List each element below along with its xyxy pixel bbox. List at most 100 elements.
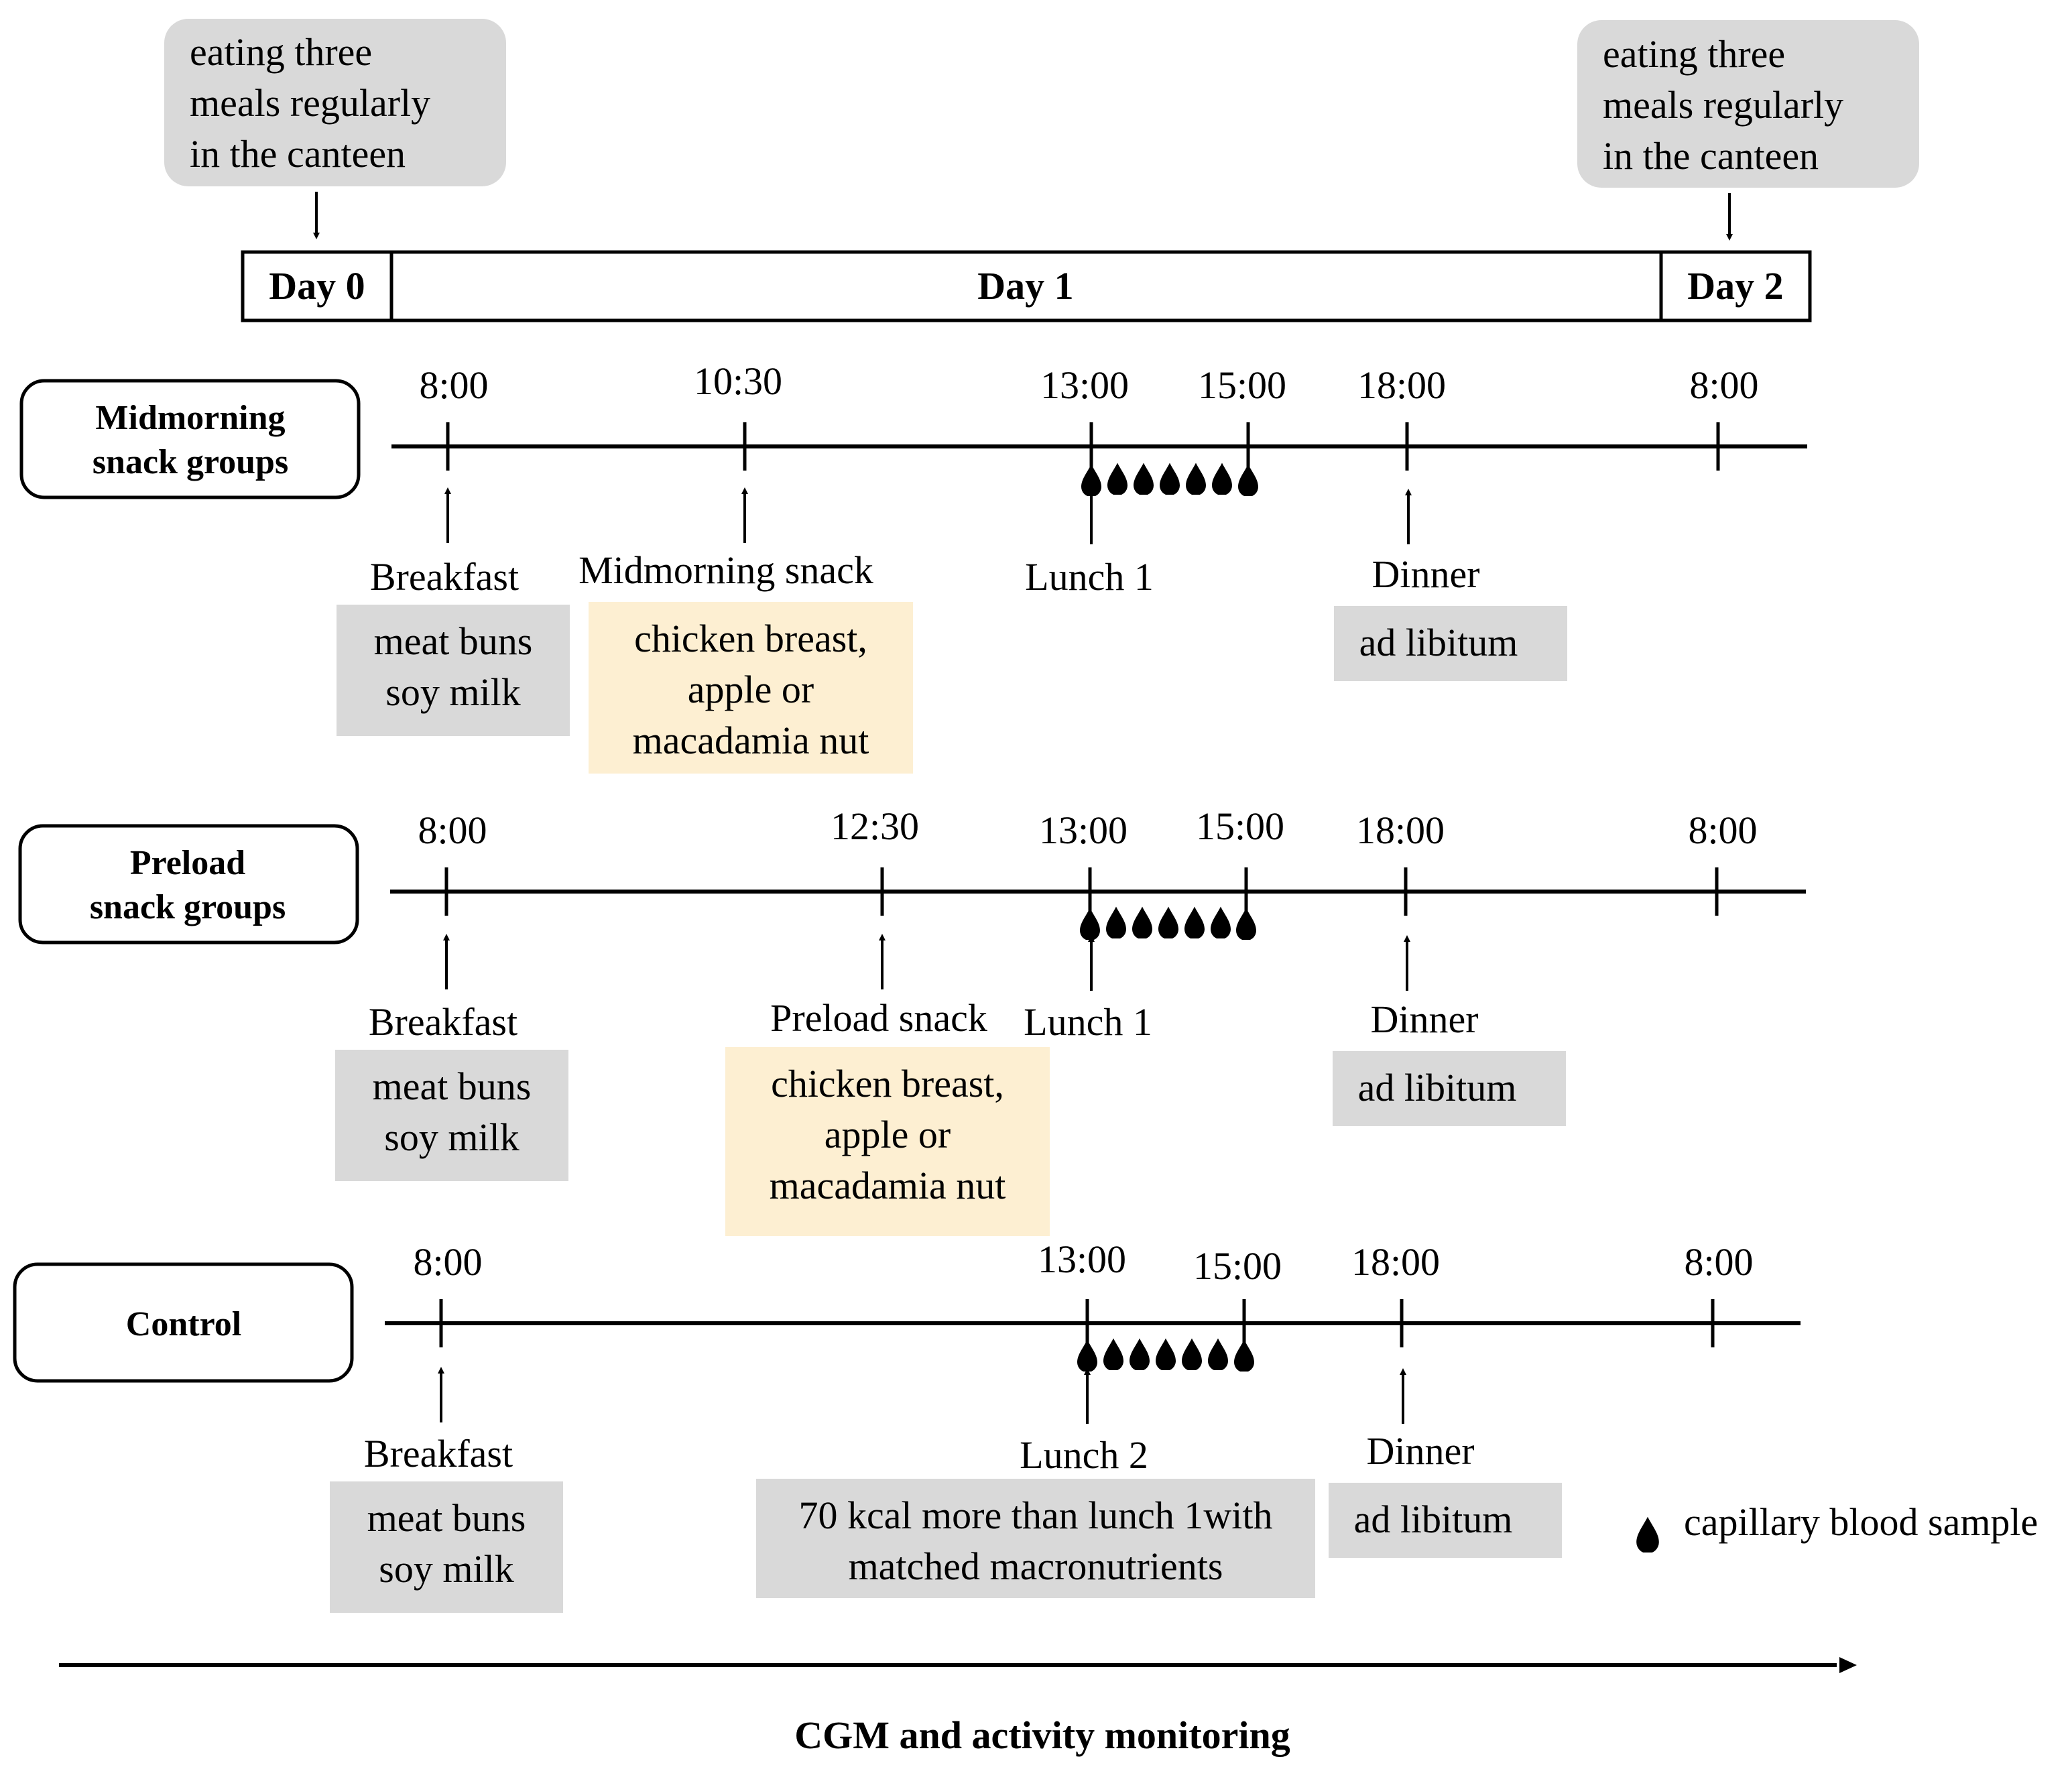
midmorning-snack-line1: chicken breast, (634, 617, 867, 660)
preload-group-label-line2: snack groups (90, 888, 286, 926)
control-time-dinner: 18:00 (1351, 1240, 1440, 1284)
control-time-lunch: 13:00 (1038, 1237, 1126, 1281)
midmorning-event-dinner: Dinner (1372, 552, 1479, 596)
preload-event-dinner: Dinner (1370, 997, 1478, 1041)
control-event-dinner: Dinner (1366, 1429, 1474, 1473)
blood-drop-icon (1186, 463, 1206, 495)
midmorning-group: Midmorning snack groups 8:00 10:30 13:00… (19, 359, 1807, 774)
canteen-note-day0-line3: in the canteen (190, 132, 406, 176)
blood-drop-icon (1107, 463, 1128, 495)
canteen-note-day0-line2: meals regularly (190, 81, 430, 125)
blood-drop-icon (1132, 906, 1152, 938)
canteen-note-day0: eating three meals regularly in the cant… (164, 19, 506, 186)
preload-event-breakfast: Breakfast (369, 1000, 517, 1044)
monitoring-arrow-head (1839, 1657, 1857, 1673)
midmorning-snack-line3: macadamia nut (633, 719, 869, 762)
preload-group-label-line1: Preload (130, 844, 245, 882)
control-dinner-box (1329, 1483, 1562, 1558)
control-time-breakfast: 8:00 (413, 1240, 482, 1284)
blood-drop-icon (1160, 463, 1180, 495)
legend: capillary blood sample (1636, 1500, 2038, 1553)
legend-label: capillary blood sample (1684, 1500, 2038, 1544)
midmorning-breakfast-box (337, 605, 570, 736)
preload-dinner-text: ad libitum (1358, 1066, 1517, 1109)
preload-event-snack: Preload snack (770, 996, 987, 1040)
control-breakfast-line2: soy milk (379, 1547, 513, 1591)
blood-drop-icon (1134, 463, 1154, 495)
midmorning-snack-box (589, 602, 913, 774)
blood-drop-icon (1158, 906, 1178, 938)
midmorning-group-label-line2: snack groups (93, 443, 288, 481)
blood-drop-icon (1238, 464, 1258, 496)
blood-drop-icon (1130, 1338, 1150, 1370)
preload-snack-line3: macadamia nut (770, 1164, 1006, 1207)
preload-time-breakfast: 8:00 (418, 808, 487, 852)
control-dinner-text: ad libitum (1354, 1498, 1513, 1541)
midmorning-breakfast-line1: meat buns (374, 619, 533, 663)
control-event-breakfast: Breakfast (364, 1432, 513, 1475)
control-breakfast-box (330, 1481, 563, 1613)
control-time-sample-end: 15:00 (1193, 1244, 1282, 1288)
preload-breakfast-box (335, 1050, 568, 1181)
midmorning-event-snack: Midmorning snack (578, 548, 873, 592)
midmorning-breakfast-line2: soy milk (385, 670, 520, 714)
canteen-note-day2-line1: eating three (1603, 32, 1785, 76)
canteen-note-day2: eating three meals regularly in the cant… (1577, 20, 1919, 188)
preload-snack-box (725, 1047, 1050, 1236)
control-lunch-box (756, 1479, 1315, 1598)
blood-drop-icon (1077, 1339, 1097, 1372)
preload-time-dinner: 18:00 (1356, 808, 1445, 852)
midmorning-time-breakfast: 8:00 (419, 363, 488, 407)
blood-drop-icon (1182, 1338, 1202, 1370)
blood-drop-icon (1234, 1339, 1254, 1372)
preload-dinner-box (1333, 1051, 1566, 1126)
blood-drop-icon (1081, 464, 1101, 496)
preload-group: Preload snack groups 8:00 12:30 13:00 15… (18, 804, 1806, 1236)
preload-time-next-breakfast: 8:00 (1688, 808, 1757, 852)
midmorning-time-lunch: 13:00 (1040, 363, 1129, 407)
blood-drop-icon (1236, 908, 1256, 940)
preload-breakfast-line1: meat buns (373, 1064, 532, 1108)
control-lunch-line2: matched macronutrients (849, 1544, 1223, 1588)
blood-drop-icon (1212, 463, 1232, 495)
midmorning-snack-line2: apple or (688, 668, 814, 711)
midmorning-event-lunch: Lunch 1 (1025, 555, 1154, 599)
blood-drop-icon (1080, 908, 1100, 940)
midmorning-time-sample-end: 15:00 (1198, 363, 1286, 407)
control-group-box (13, 1262, 354, 1383)
blood-drop-icon (1184, 906, 1205, 938)
preload-snack-line2: apple or (825, 1113, 951, 1156)
preload-time-snack: 12:30 (831, 804, 919, 848)
midmorning-dinner-text: ad libitum (1359, 621, 1518, 664)
blood-drop-icon (1103, 1338, 1123, 1370)
preload-breakfast-line2: soy milk (384, 1115, 519, 1159)
midmorning-group-label-line1: Midmorning (95, 399, 285, 437)
preload-time-lunch: 13:00 (1039, 808, 1128, 852)
control-group-label: Control (126, 1305, 241, 1343)
day-bar: Day 0 Day 1 Day 2 (241, 250, 1812, 322)
day2-label: Day 2 (1687, 264, 1783, 308)
control-blood-samples (1077, 1338, 1254, 1372)
control-event-lunch: Lunch 2 (1020, 1433, 1148, 1477)
midmorning-blood-samples (1081, 463, 1258, 496)
day1-label: Day 1 (977, 264, 1073, 308)
preload-group-box (18, 824, 359, 945)
preload-blood-samples (1080, 906, 1256, 940)
control-lunch-line1: 70 kcal more than lunch 1with (798, 1494, 1272, 1537)
canteen-note-day2-line2: meals regularly (1603, 83, 1843, 127)
blood-drop-icon (1156, 1338, 1176, 1370)
midmorning-event-breakfast: Breakfast (370, 555, 519, 599)
midmorning-time-dinner: 18:00 (1357, 363, 1446, 407)
blood-drop-icon (1636, 1516, 1659, 1553)
monitoring-label: CGM and activity monitoring (794, 1713, 1290, 1757)
midmorning-time-next-breakfast: 8:00 (1689, 363, 1758, 407)
control-breakfast-line1: meat buns (367, 1496, 526, 1540)
midmorning-dinner-box (1334, 606, 1567, 681)
midmorning-time-snack: 10:30 (694, 359, 782, 403)
day0-label: Day 0 (269, 264, 365, 308)
control-time-next-breakfast: 8:00 (1684, 1240, 1753, 1284)
control-group: Control 8:00 13:00 15:00 18:00 8:00 Brea… (13, 1237, 1801, 1613)
canteen-note-day0-line1: eating three (190, 30, 372, 74)
blood-drop-icon (1208, 1338, 1228, 1370)
